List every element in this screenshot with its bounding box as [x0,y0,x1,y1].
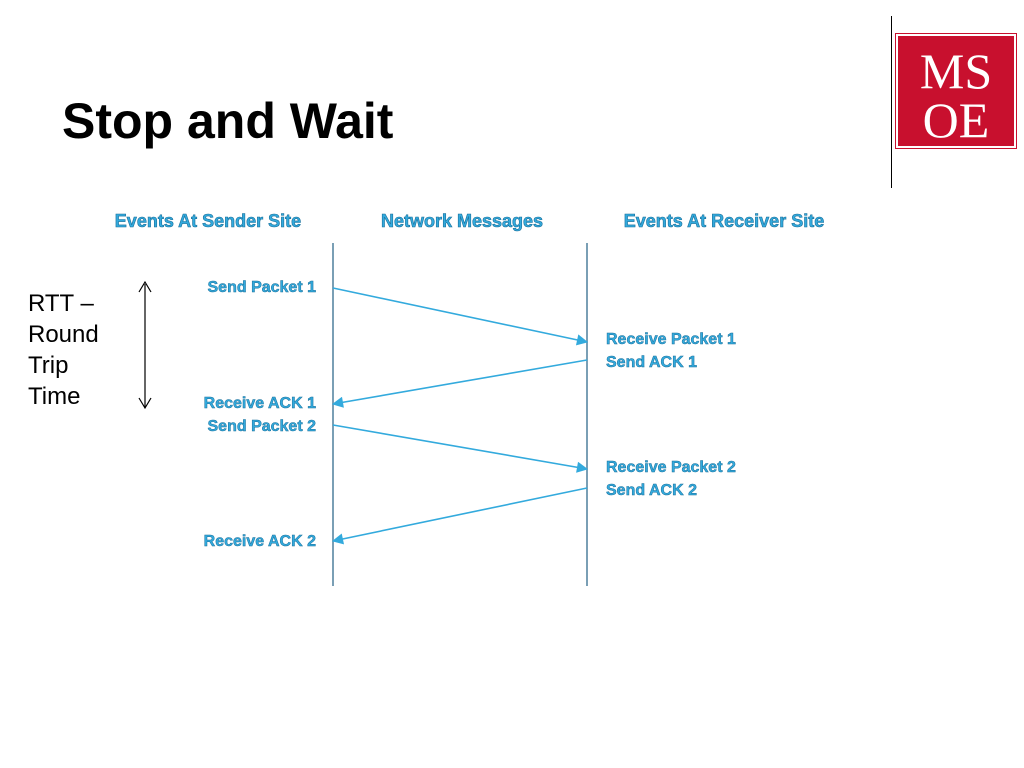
packet-2-message [332,424,589,473]
sender-event: Receive ACK 1 [204,395,316,412]
rtt-line: RTT – [28,290,94,317]
logo-letters-bottom: OE [923,92,990,146]
sender-event: Receive ACK 2 [204,533,316,550]
ack-2-message [331,487,588,545]
rtt-arrow-bottom-icon [138,397,152,410]
ack-1-message [331,359,588,408]
rtt-line: Round [28,321,99,348]
receiver-event: Send ACK 2 [606,482,697,499]
msoe-logo-mark: MS OE [920,43,992,146]
receiver-event: Receive Packet 2 [606,459,736,476]
rtt-line: Trip [28,352,69,379]
logo-letters-top: MS [920,43,992,99]
receiver-header: Events At Receiver Site [624,211,824,231]
sender-event: Send Packet 2 [208,418,317,435]
network-header: Network Messages [381,211,543,231]
packet-1-message [332,287,589,346]
sender-header: Events At Sender Site [115,211,301,231]
rtt-line: Time [28,383,81,410]
receiver-event: Receive Packet 1 [606,331,736,348]
title-divider [891,16,892,188]
msoe-logo: MS OE [895,33,1017,149]
sender-event: Send Packet 1 [208,279,317,296]
rtt-label: RTT – Round Trip Time [28,288,118,412]
receiver-event: Send ACK 1 [606,354,697,371]
page-title: Stop and Wait [62,93,394,149]
rtt-arrow-top-icon [138,280,152,293]
